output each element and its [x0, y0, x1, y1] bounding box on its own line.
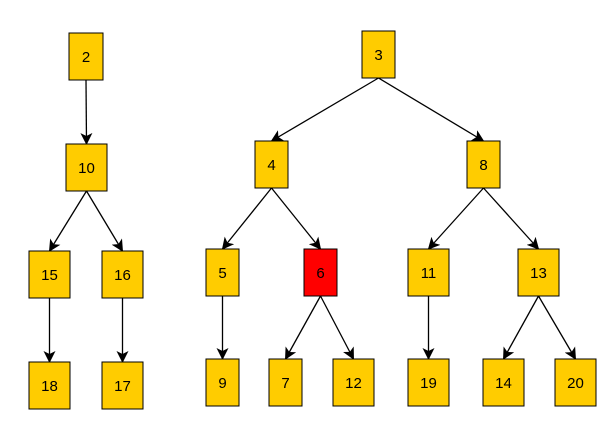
edge-arrow-3-to-8 [378, 77, 485, 142]
node-label: 10 [78, 160, 95, 177]
node-box [101, 250, 144, 299]
node-box [268, 358, 303, 407]
edge-arrow-6-to-12 [319, 295, 355, 360]
edge-arrow-4-to-5 [221, 187, 273, 250]
tree-node-14: 14 [482, 358, 525, 407]
edge-arrow-10-to-16 [85, 190, 124, 252]
node-label: 18 [41, 378, 58, 395]
node-label: 4 [267, 157, 275, 174]
edge-arrow-8-to-11 [427, 187, 484, 250]
node-label: 7 [281, 375, 289, 392]
tree-node-13: 13 [517, 248, 560, 297]
tree-node-17: 17 [101, 361, 144, 410]
tree-node-6: 6 [303, 248, 338, 297]
tree-node-5: 5 [205, 248, 240, 297]
edge-arrow-10-to-15 [48, 190, 88, 252]
tree-node-4: 4 [254, 140, 289, 189]
nodes-layer: 2 10 15 16 18 17 3 4 8 5 6 11 13 9 7 12 19 14 20 [28, 30, 597, 410]
node-box [65, 143, 108, 192]
tree-node-10: 10 [65, 143, 108, 192]
node-box [482, 358, 525, 407]
node-box [205, 248, 240, 297]
edges-layer [43, 77, 577, 363]
node-label: 5 [218, 265, 226, 282]
node-label: 16 [114, 267, 131, 284]
edge-arrow-3-to-4 [270, 77, 379, 142]
node-label: 17 [114, 378, 131, 395]
node-box [554, 358, 597, 407]
edge-arrow-13-to-20 [537, 295, 577, 360]
tree-node-11: 11 [407, 248, 450, 297]
tree-node-9: 9 [205, 358, 240, 407]
tree-node-8: 8 [466, 140, 501, 189]
node-label: 15 [41, 267, 58, 284]
node-label: 12 [345, 375, 362, 392]
tree-node-20: 20 [554, 358, 597, 407]
highlighted-node-box [303, 248, 338, 297]
node-box [407, 358, 450, 407]
node-label: 6 [316, 265, 324, 282]
node-label: 8 [479, 157, 487, 174]
node-box [254, 140, 289, 189]
edge-arrow-4-to-6 [270, 187, 322, 250]
node-box [466, 140, 501, 189]
node-box [517, 248, 560, 297]
edge-arrow-2-to-10 [80, 79, 93, 145]
node-label: 9 [218, 375, 226, 392]
node-label: 14 [495, 375, 512, 392]
tree-node-16: 16 [101, 250, 144, 299]
node-label: 20 [567, 375, 584, 392]
tree-node-7: 7 [268, 358, 303, 407]
tree-node-12: 12 [332, 358, 375, 407]
node-label: 13 [530, 265, 547, 282]
node-box [361, 30, 396, 79]
edge-arrow-6-to-7 [284, 295, 322, 360]
tree-node-3: 3 [361, 30, 396, 79]
node-label: 19 [420, 375, 437, 392]
edge-arrow-13-to-14 [502, 295, 540, 360]
node-box [407, 248, 450, 297]
node-box [205, 358, 240, 407]
node-box [68, 32, 104, 81]
edge-arrow-8-to-13 [483, 187, 540, 250]
node-box [101, 361, 144, 410]
node-box [332, 358, 375, 407]
tree-node-18: 18 [28, 361, 71, 410]
tree-node-19: 19 [407, 358, 450, 407]
node-box [28, 250, 71, 299]
node-label: 11 [421, 265, 437, 282]
node-label: 3 [374, 47, 382, 64]
tree-node-2: 2 [68, 32, 104, 81]
node-box [28, 361, 71, 410]
tree-node-15: 15 [28, 250, 71, 299]
node-label: 2 [82, 49, 90, 66]
